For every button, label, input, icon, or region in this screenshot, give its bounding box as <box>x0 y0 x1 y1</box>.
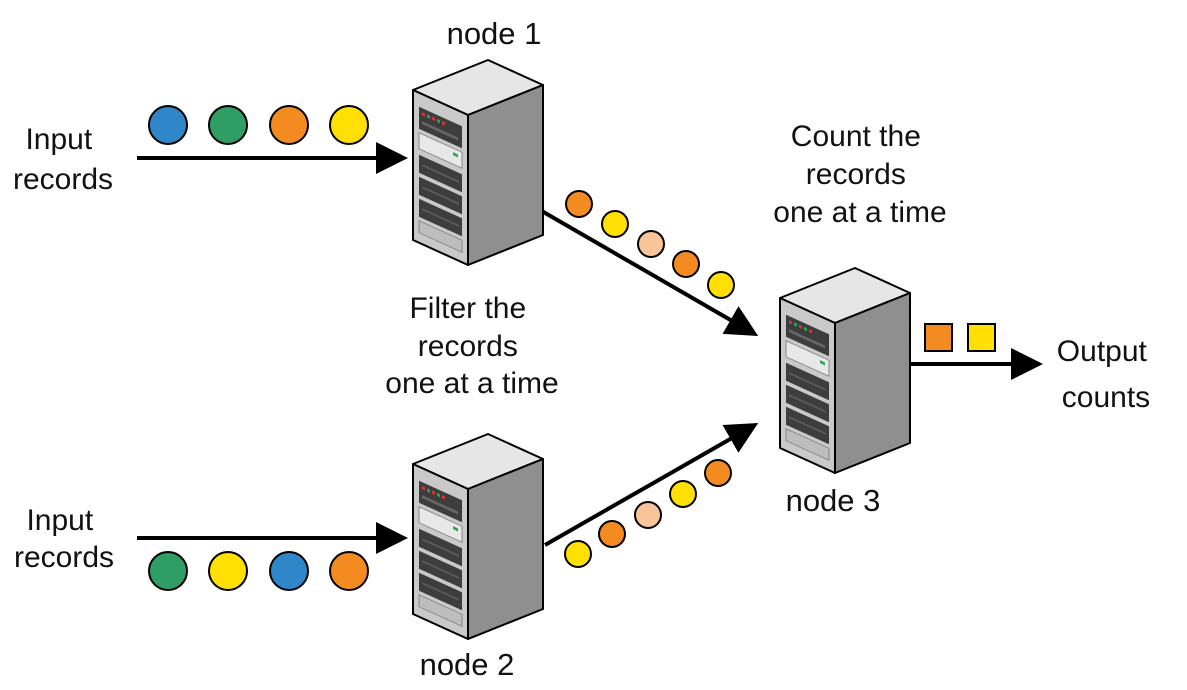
filter-line-1: Filter the <box>409 292 526 325</box>
count-line-2: records <box>806 158 906 191</box>
record-circle-icon <box>148 551 188 591</box>
record-circle-icon <box>564 540 592 568</box>
count-line-3: one at a time <box>773 196 946 229</box>
record-circle-icon <box>672 250 700 278</box>
record-circle-icon <box>208 105 248 145</box>
node2-label: node 2 <box>420 647 515 682</box>
input-records-top-label: Input records <box>13 123 113 196</box>
record-circle-icon <box>329 105 369 145</box>
node1-label: node 1 <box>447 16 542 51</box>
record-circle-icon <box>707 271 735 299</box>
input-records-bottom-label: Input records <box>14 504 114 574</box>
record-circle-icon <box>598 520 626 548</box>
record-circle-icon <box>269 551 309 591</box>
record-circle-icon <box>601 210 629 238</box>
record-circle-icon <box>565 190 593 218</box>
record-circle-icon <box>669 480 697 508</box>
input-bottom-line-2: records <box>14 541 114 574</box>
input-top-line-1: Input <box>25 123 92 156</box>
record-circle-icon <box>148 105 188 145</box>
arrow-node1-to-node3 <box>538 208 759 337</box>
output-label: Output counts <box>1057 335 1155 414</box>
count-square-icon <box>924 323 953 352</box>
filtered-records-node1 <box>565 190 735 299</box>
count-line-1: Count the <box>791 120 921 153</box>
filtered-records-node2 <box>564 459 732 568</box>
input-records-bottom <box>148 551 369 591</box>
arrow-node2-to-node3 <box>544 423 759 547</box>
node3-label: node 3 <box>786 483 881 518</box>
record-circle-icon <box>269 105 309 145</box>
record-circle-icon <box>634 501 662 529</box>
record-circle-icon <box>637 230 665 258</box>
server-icon <box>412 433 544 640</box>
output-line-2: counts <box>1062 381 1150 414</box>
record-circle-icon <box>704 459 732 487</box>
filter-line-2: records <box>418 330 518 363</box>
output-count-squares <box>924 323 996 352</box>
output-line-1: Output <box>1057 335 1148 368</box>
input-records-top <box>148 105 369 145</box>
filter-label: Filter the records one at a time <box>385 292 558 400</box>
filter-line-3: one at a time <box>385 367 558 400</box>
record-circle-icon <box>208 551 248 591</box>
input-bottom-line-1: Input <box>26 504 93 537</box>
input-top-line-2: records <box>13 163 113 196</box>
server-icon <box>412 59 544 266</box>
record-circle-icon <box>329 551 369 591</box>
server-icon <box>779 267 911 474</box>
count-label: Count the records one at a time <box>773 120 946 229</box>
count-square-icon <box>967 323 996 352</box>
